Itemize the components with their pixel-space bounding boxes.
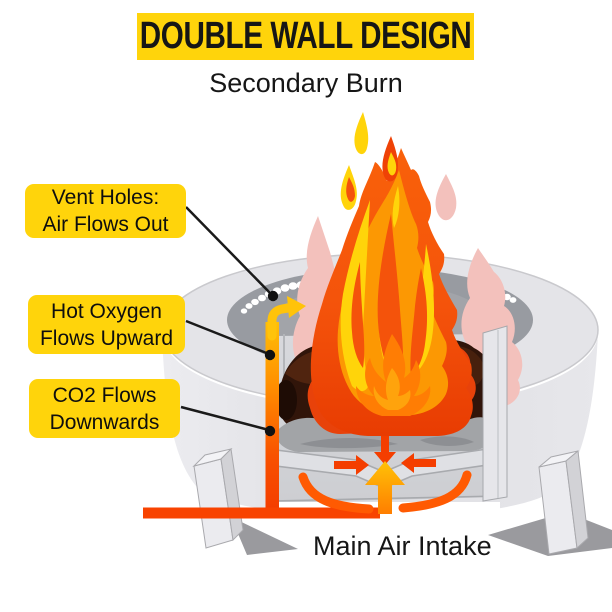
callout-line: Downwards <box>49 410 160 434</box>
callout-vent-holes: Vent Holes: Air Flows Out <box>25 184 186 238</box>
callout-line: Air Flows Out <box>42 213 169 236</box>
title-banner: DOUBLE WALL DESIGN <box>137 13 474 60</box>
air-channel <box>265 296 306 513</box>
callout-lines <box>180 206 279 437</box>
callout-line: Flows Upward <box>39 326 174 350</box>
cut-wall-edge <box>482 325 508 502</box>
callout-co2: CO2 Flows Downwards <box>29 379 180 438</box>
flame <box>307 112 476 436</box>
callout-line: CO2 Flows <box>52 383 157 407</box>
intake-arrows-inner <box>334 436 436 475</box>
main-intake-arrows <box>298 461 472 514</box>
callout-line: Vent Holes: <box>51 186 160 209</box>
banner-text: DOUBLE WALL DESIGN <box>139 15 472 57</box>
main-air-intake-label: Main Air Intake <box>313 531 492 561</box>
subtitle: Secondary Burn <box>209 68 403 98</box>
callout-hot-oxygen: Hot Oxygen Flows Upward <box>28 295 185 354</box>
callout-line: Hot Oxygen <box>51 299 162 323</box>
